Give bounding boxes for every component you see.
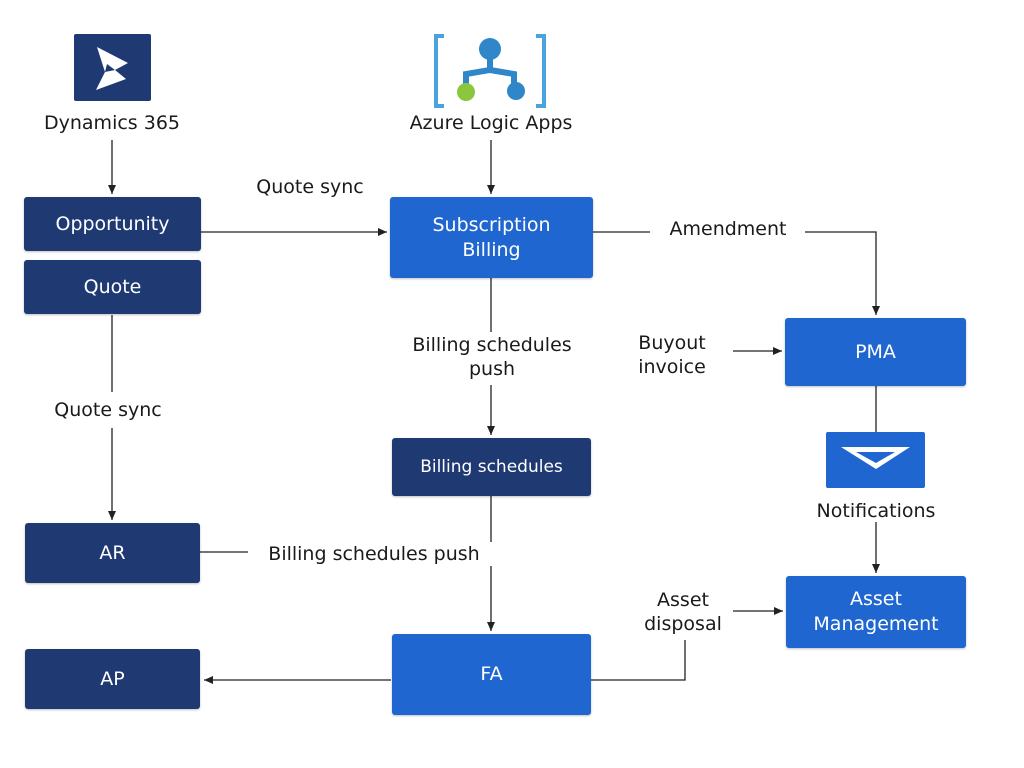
quote-sync-left-label: Quote sync	[28, 398, 188, 422]
subscription-billing-node[interactable]: Subscription Billing	[390, 197, 593, 278]
dynamics-365-logo-icon	[74, 34, 151, 101]
opportunity-label: Opportunity	[55, 212, 170, 235]
edge-amendment-to-pma	[805, 231, 880, 315]
asset-disposal-line1: Asset	[657, 589, 709, 611]
buyout-invoice-label: Buyout invoice	[612, 331, 732, 379]
edge-fa-to-asset-disposal	[591, 640, 686, 681]
ar-label: AR	[99, 541, 126, 564]
billing-schedules-label: Billing schedules	[420, 456, 563, 477]
billing-schedules-push-center-line1: Billing schedules	[412, 334, 572, 356]
opportunity-node[interactable]: Opportunity	[24, 197, 201, 251]
buyout-invoice-line2: invoice	[638, 356, 706, 378]
asset-management-node[interactable]: Asset Management	[786, 576, 966, 648]
ap-label: AP	[100, 667, 125, 690]
azure-logic-apps-label: Azure Logic Apps	[409, 112, 573, 134]
billing-schedules-node[interactable]: Billing schedules	[392, 438, 591, 496]
amendment-label: Amendment	[669, 218, 787, 240]
pma-label: PMA	[855, 340, 896, 363]
asset-management-label-line2: Management	[813, 613, 939, 635]
quote-label: Quote	[83, 275, 142, 298]
pma-node[interactable]: PMA	[785, 318, 966, 386]
subscription-billing-label-line2: Billing	[462, 238, 521, 261]
asset-disposal-label: Asset disposal	[633, 588, 733, 636]
billing-schedules-push-center-line2: push	[468, 358, 516, 380]
billing-schedules-push-center-label: Billing schedules push	[384, 333, 600, 381]
notifications-label: Notifications	[816, 500, 936, 522]
fa-node[interactable]: FA	[392, 634, 591, 715]
ap-node[interactable]: AP	[25, 649, 200, 709]
ar-node[interactable]: AR	[25, 523, 200, 583]
notification-arrow-icon	[826, 432, 925, 488]
subscription-billing-label-line1: Subscription	[432, 213, 551, 236]
buyout-invoice-line1: Buyout	[638, 332, 706, 354]
dynamics-365-label: Dynamics 365	[44, 112, 180, 134]
quote-node[interactable]: Quote	[24, 260, 201, 314]
fa-label: FA	[480, 663, 503, 686]
asset-disposal-line2: disposal	[644, 613, 722, 635]
billing-schedules-push-mid-label: Billing schedules push	[248, 542, 500, 566]
logic-apps-icon	[430, 34, 550, 108]
quote-sync-top-label: Quote sync	[256, 176, 364, 198]
asset-management-label-line1: Asset	[850, 588, 902, 611]
